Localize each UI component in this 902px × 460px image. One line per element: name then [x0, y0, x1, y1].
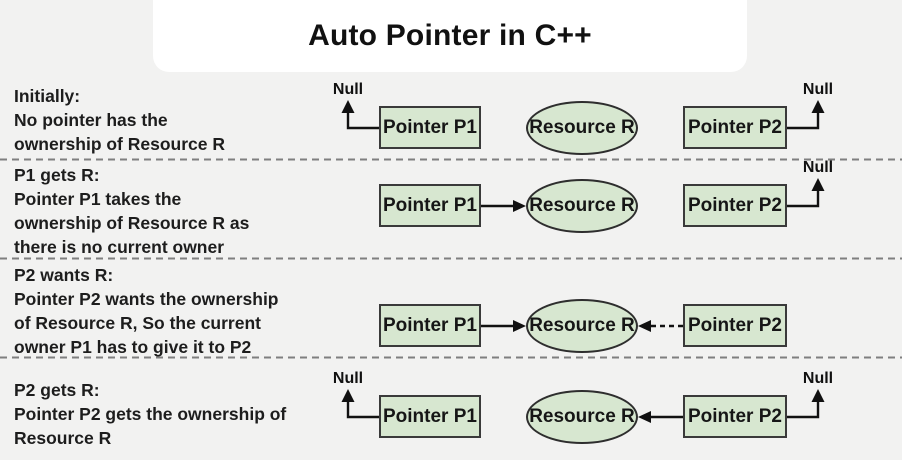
description-row3: P2 wants R: Pointer P2 wants the ownersh… — [14, 263, 364, 359]
arrow-p1-to-resource-row3 — [481, 320, 526, 332]
row-line: ownership of Resource R — [14, 134, 226, 154]
null-label-p1-row4: Null — [332, 370, 364, 387]
page-title: Auto Pointer in C++ — [308, 19, 592, 52]
null-label-p2-row1: Null — [802, 81, 834, 98]
null-connector-p2-row2 — [787, 178, 825, 208]
pointer-p1-box-row4: Pointer P1 — [379, 395, 481, 438]
null-label-p2-row2: Null — [802, 159, 834, 176]
description-row2: P1 gets R: Pointer P1 takes the ownershi… — [14, 163, 364, 259]
null-connector-p2-row1 — [787, 100, 825, 130]
row-line: No pointer has the — [14, 110, 168, 130]
pointer-p1-box-row2: Pointer P1 — [379, 184, 481, 227]
description-row4: P2 gets R: Pointer P2 gets the ownership… — [14, 378, 364, 450]
row-line: owner P1 has to give it to P2 — [14, 337, 252, 357]
pointer-p1-box-row3: Pointer P1 — [379, 304, 481, 347]
dashed-arrow-p2-to-resource-row3 — [638, 320, 683, 332]
resource-ellipse-row1: Resource R — [526, 101, 638, 155]
row-heading: P1 gets R: — [14, 165, 100, 185]
row-line: ownership of Resource R as — [14, 213, 250, 233]
pointer-p1-box-row1: Pointer P1 — [379, 106, 481, 149]
title-card: Auto Pointer in C++ — [153, 0, 747, 72]
row-line: Pointer P1 takes the — [14, 189, 182, 209]
null-connector-p2-row4 — [787, 389, 825, 419]
pointer-p2-box-row3: Pointer P2 — [683, 304, 787, 347]
pointer-p2-box-row4: Pointer P2 — [683, 395, 787, 438]
row-line: Pointer P2 gets the ownership of — [14, 404, 287, 424]
description-row1: Initially: No pointer has the ownership … — [14, 84, 364, 156]
pointer-p2-box-row2: Pointer P2 — [683, 184, 787, 227]
row-line: of Resource R, So the current — [14, 313, 261, 333]
resource-ellipse-row2: Resource R — [526, 179, 638, 233]
resource-ellipse-row3: Resource R — [526, 299, 638, 353]
resource-ellipse-row4: Resource R — [526, 390, 638, 444]
null-label-p1-row1: Null — [332, 81, 364, 98]
row-line: there is no current owner — [14, 237, 225, 257]
row-line: Pointer P2 wants the ownership — [14, 289, 279, 309]
arrow-p1-to-resource-row2 — [481, 200, 526, 212]
pointer-p2-box-row1: Pointer P2 — [683, 106, 787, 149]
row-heading: P2 wants R: — [14, 265, 114, 285]
row-line: Resource R — [14, 428, 112, 448]
row-heading: P2 gets R: — [14, 380, 100, 400]
arrow-p2-to-resource-row4 — [638, 411, 683, 423]
row-heading: Initially: — [14, 86, 81, 106]
null-label-p2-row4: Null — [802, 370, 834, 387]
